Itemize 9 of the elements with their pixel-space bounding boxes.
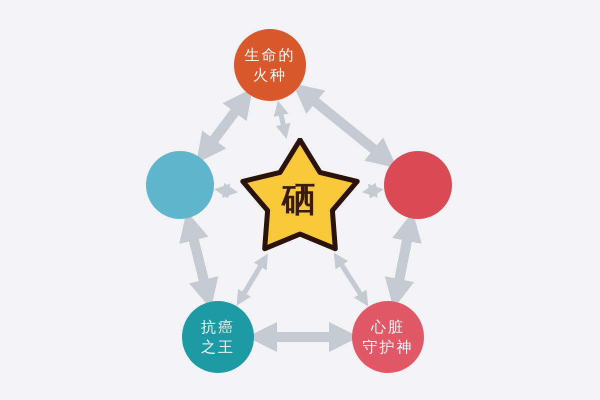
double-arrow <box>334 252 368 306</box>
star-label: 硒 <box>282 180 318 220</box>
circle-label: 生命的火种 <box>244 45 296 85</box>
circle-label: 抗癌之王 <box>200 317 236 357</box>
double-arrow <box>214 182 238 199</box>
circle-label: 心脏守护神 <box>362 317 414 357</box>
double-arrow <box>362 182 384 199</box>
double-arrow <box>236 254 268 306</box>
double-arrow <box>274 100 290 139</box>
